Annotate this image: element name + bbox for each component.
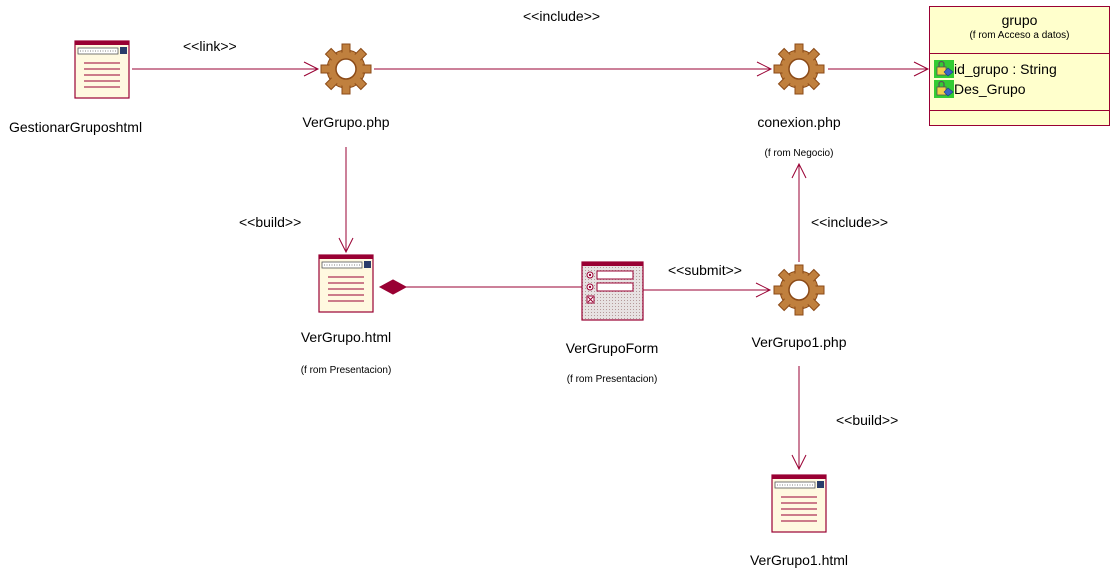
- class-separator-top: [930, 53, 1109, 54]
- class-name: grupo: [1001, 12, 1038, 28]
- edge-include-top-arrowhead: [756, 61, 773, 77]
- ver-grupo1-html-page-icon: [771, 474, 827, 533]
- class-box-grupo: grupo (f rom Acceso a datos) id_grupo : …: [929, 6, 1110, 126]
- edge-build-bottom-arrowhead: [791, 454, 807, 471]
- ver-grupo-php-label: VerGrupo.php: [302, 114, 390, 130]
- edge-label-submit: <<submit>>: [668, 262, 742, 278]
- edge-submit-arrowhead: [755, 282, 772, 298]
- conexion-php-label: conexion.php: [757, 114, 841, 130]
- ver-grupo-html-from: (f rom Presentacion): [300, 365, 392, 376]
- edge-label-include-top: <<include>>: [523, 8, 601, 24]
- class-attribute: Des_Grupo: [934, 80, 1026, 98]
- attribute-key-icon: [934, 60, 954, 78]
- ver-grupo1-php-gear-icon: [773, 264, 825, 316]
- edge-to-grupo-arrowhead: [913, 61, 930, 77]
- ver-grupo-html-label: VerGrupo.html: [300, 329, 392, 345]
- gestionar-grupos-page-icon: [74, 40, 130, 99]
- aggregation-diamond: [378, 279, 408, 295]
- conexion-php-gear-icon: [773, 43, 825, 95]
- conexion-php-from: (f rom Negocio): [764, 148, 834, 159]
- edge-label-include-right: <<include>>: [811, 214, 889, 230]
- ver-grupo-form-from: (f rom Presentacion): [566, 374, 658, 385]
- attribute-text: id_grupo : String: [954, 61, 1057, 77]
- edge-link-arrowhead: [303, 61, 320, 77]
- edge-include-right-arrowhead: [791, 162, 807, 179]
- edge-label-build-left: <<build>>: [239, 214, 302, 230]
- edge-build-left-arrowhead: [338, 237, 354, 254]
- attribute-key-icon: [934, 80, 954, 98]
- edge-label-link: <<link>>: [183, 38, 237, 54]
- edge-label-build-bottom: <<build>>: [836, 412, 899, 428]
- ver-grupo1-html-label: VerGrupo1.html: [749, 552, 849, 568]
- class-from: (f rom Acceso a datos): [969, 30, 1070, 41]
- ver-grupo-php-gear-icon: [320, 43, 372, 95]
- ver-grupo-html-page-icon: [318, 254, 374, 313]
- gestionar-grupos-label: GestionarGruposhtml: [9, 119, 143, 135]
- ver-grupo1-php-label: VerGrupo1.php: [751, 334, 847, 350]
- class-attribute: id_grupo : String: [934, 60, 1057, 78]
- ver-grupo-form-icon: [581, 261, 644, 321]
- class-separator-bottom: [930, 110, 1109, 111]
- attribute-text: Des_Grupo: [954, 81, 1026, 97]
- ver-grupo-form-label: VerGrupoForm: [565, 340, 659, 356]
